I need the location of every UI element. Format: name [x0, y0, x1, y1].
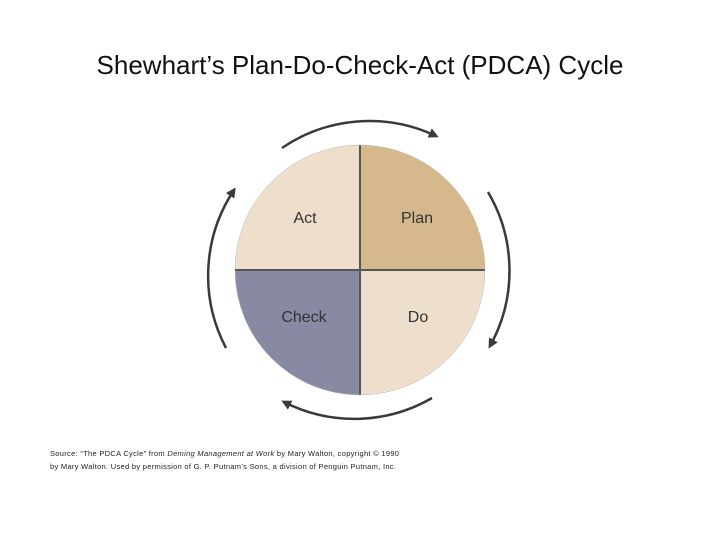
right-cycle-arrow [486, 191, 511, 349]
quadrant-label-plan: Plan [401, 210, 433, 227]
slide-title: Shewhart’s Plan-Do-Check-Act (PDCA) Cycl… [96, 50, 624, 80]
bottom-cycle-arrow [281, 396, 433, 421]
top-cycle-arrow [281, 119, 439, 150]
source-citation: Source: “The PDCA Cycle” from Deming Man… [50, 447, 690, 473]
circle-outline [234, 144, 486, 396]
quadrant-label-act: Act [293, 210, 317, 227]
quadrant-label-check: Check [281, 309, 327, 326]
source-line1-suffix: by Mary Walton, copyright © 1990 [274, 449, 400, 458]
source-book-title: Deming Management at Work [167, 449, 275, 458]
source-line-1: Source: “The PDCA Cycle” from Deming Man… [50, 447, 690, 460]
quadrant-do [360, 270, 485, 395]
left-cycle-arrow [206, 187, 236, 349]
quadrant-check [235, 270, 360, 395]
quadrant-label-do: Do [408, 309, 429, 326]
quadrant-plan [360, 145, 485, 270]
source-prefix: Source: “The PDCA Cycle” from [50, 449, 168, 458]
source-line-2: by Mary Walton. Used by permission of G.… [50, 462, 397, 471]
quadrant-act [235, 145, 360, 270]
